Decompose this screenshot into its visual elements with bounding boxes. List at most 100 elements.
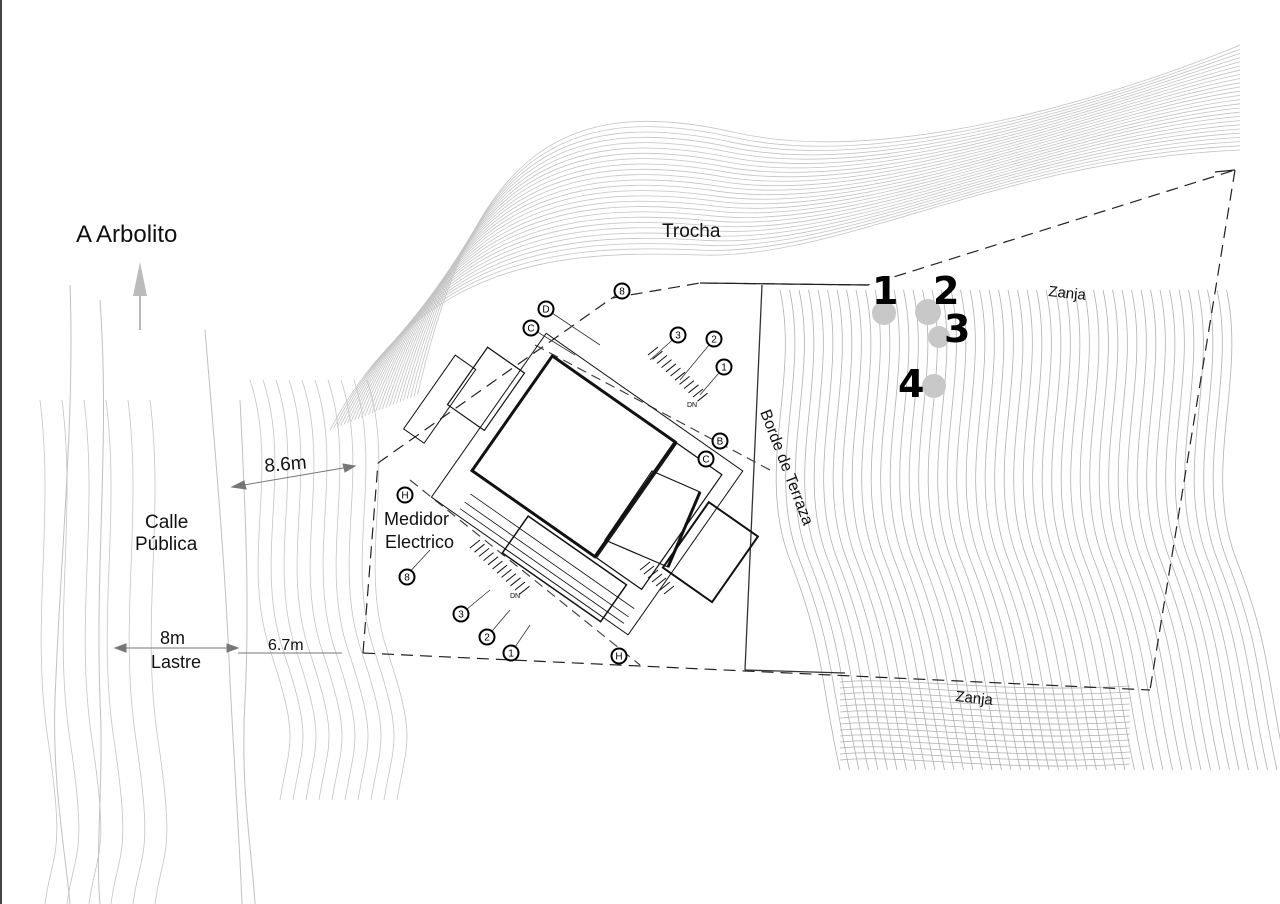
grid-marker-circle bbox=[610, 647, 628, 665]
stair-tread bbox=[652, 350, 663, 360]
stair-tread bbox=[643, 565, 655, 575]
label-arbolito: A Arbolito bbox=[76, 221, 177, 248]
contour-line bbox=[262, 379, 304, 801]
contour-line bbox=[1212, 289, 1278, 771]
contour-line bbox=[347, 128, 1241, 424]
contour-line bbox=[839, 716, 1131, 725]
contour-line bbox=[1222, 289, 1280, 741]
contour-line bbox=[340, 379, 382, 801]
stair-tread bbox=[647, 346, 659, 356]
contour-line bbox=[839, 734, 1131, 743]
label-calle: Calle bbox=[145, 512, 188, 533]
contour-line bbox=[1146, 289, 1211, 771]
contour-line bbox=[83, 399, 102, 904]
contour-line bbox=[314, 379, 356, 801]
stair-tread bbox=[647, 569, 659, 579]
contour-line bbox=[1070, 289, 1135, 771]
label-trocha: Trocha bbox=[662, 221, 721, 242]
contour-line bbox=[1013, 289, 1078, 771]
label-medidor: Medidor bbox=[384, 509, 449, 529]
contour-line bbox=[842, 289, 907, 771]
contour-line bbox=[839, 680, 1131, 689]
stair-tread bbox=[483, 552, 494, 561]
contour-line bbox=[1051, 289, 1116, 771]
contour-line bbox=[149, 399, 168, 904]
stair-tread bbox=[692, 388, 704, 398]
contour-line bbox=[403, 61, 1241, 401]
contour-line bbox=[813, 289, 879, 771]
stair-tread bbox=[478, 548, 490, 557]
contour-line bbox=[105, 399, 124, 904]
stair-tread bbox=[665, 363, 677, 373]
contour-line bbox=[839, 758, 1131, 767]
grid-marker-label: 2 bbox=[711, 335, 717, 346]
grid-marker-circle bbox=[537, 300, 555, 318]
stair-tread bbox=[670, 367, 681, 377]
contour-line bbox=[417, 44, 1241, 396]
label-lastre-8m: 8m bbox=[160, 628, 185, 648]
contour-line bbox=[375, 95, 1241, 412]
stair-dn-label: DN bbox=[510, 593, 520, 600]
dimension-lines bbox=[113, 463, 357, 654]
stair-tread bbox=[679, 376, 690, 385]
contour-line bbox=[839, 740, 1131, 749]
grid-marker-label: H bbox=[615, 652, 622, 663]
contour-line bbox=[1098, 289, 1164, 771]
grid-marker-circle bbox=[452, 605, 470, 623]
stair-tread bbox=[659, 581, 671, 591]
grid-marker-circle bbox=[697, 450, 715, 468]
contour-line bbox=[366, 379, 408, 801]
house-footprint bbox=[402, 332, 760, 636]
grid-marker-label: 1 bbox=[508, 649, 514, 660]
stair-tread bbox=[487, 556, 499, 566]
contour-line bbox=[994, 289, 1059, 771]
stair-tread bbox=[697, 392, 708, 402]
contour-line bbox=[399, 65, 1241, 403]
contour-line bbox=[410, 53, 1241, 398]
contour-line bbox=[1032, 289, 1097, 771]
stair-tread bbox=[474, 543, 485, 553]
contour-line bbox=[371, 99, 1241, 414]
contour-line bbox=[1127, 289, 1192, 771]
grid-leader-line bbox=[545, 308, 601, 346]
grid-marker-circle bbox=[396, 486, 414, 504]
contour-line bbox=[329, 149, 1241, 431]
contour-line bbox=[804, 289, 869, 771]
grid-marker-label: D bbox=[542, 305, 549, 316]
contour-line bbox=[1165, 289, 1230, 771]
contour-line bbox=[396, 69, 1241, 404]
contour-line bbox=[275, 379, 317, 801]
contour-line bbox=[1003, 289, 1069, 771]
stair-tread bbox=[639, 561, 651, 571]
grid-marker-label: C bbox=[527, 324, 534, 335]
grid-leader-line bbox=[679, 338, 715, 381]
grid-marker-circle bbox=[478, 628, 496, 646]
contour-line bbox=[327, 379, 369, 801]
contour-line bbox=[1108, 289, 1173, 771]
contour-line bbox=[1136, 289, 1202, 771]
grid-marker-circle bbox=[705, 330, 723, 348]
contour-line bbox=[350, 124, 1241, 422]
contour-line bbox=[839, 746, 1131, 755]
contour-line bbox=[839, 704, 1131, 713]
stair-tread bbox=[655, 577, 667, 587]
spot-number-1: 1 bbox=[872, 269, 898, 313]
grid-marker-label: B bbox=[717, 437, 724, 448]
label-electrico: Electrico bbox=[385, 532, 454, 552]
stair-tread bbox=[514, 581, 526, 591]
calle-publica-road bbox=[54, 284, 256, 904]
contour-line bbox=[389, 78, 1241, 407]
contour-line bbox=[1184, 289, 1249, 771]
grid-marker-circle bbox=[715, 358, 733, 376]
contour-line bbox=[839, 728, 1131, 737]
contour-line bbox=[385, 82, 1241, 408]
contour-lines bbox=[39, 44, 1280, 904]
stair-tread bbox=[688, 384, 699, 394]
contour-line bbox=[946, 289, 1012, 771]
contour-line bbox=[61, 399, 80, 904]
contour-line bbox=[1079, 289, 1145, 771]
grid-marker-label: 1 bbox=[721, 363, 727, 374]
stair-tread bbox=[683, 380, 695, 389]
contour-line bbox=[413, 48, 1241, 397]
